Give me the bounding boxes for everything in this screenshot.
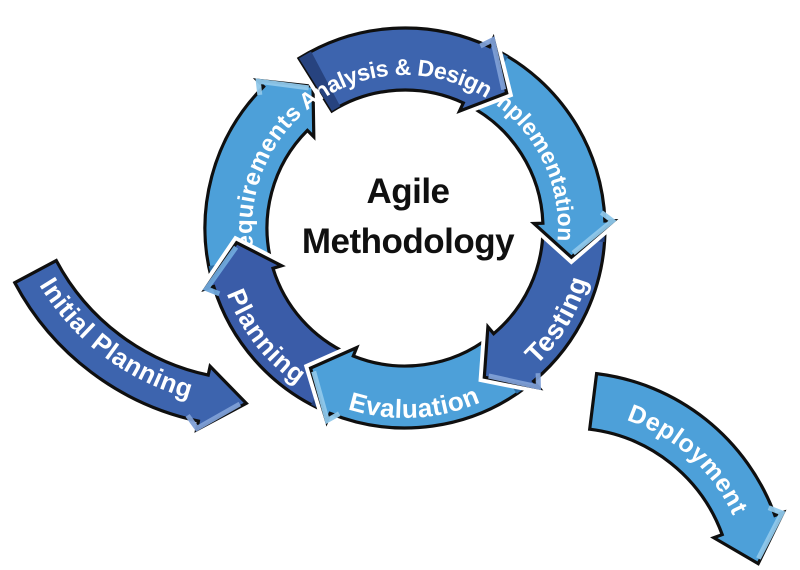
planning-head-bevel <box>202 245 239 297</box>
arrow-deployment: Deployment <box>583 367 795 570</box>
implementation-head-bevel <box>571 210 617 256</box>
diagram-title: Agile Methodology <box>302 172 516 261</box>
analysis-design-head-bevel <box>479 36 507 91</box>
title-line-1: Agile <box>366 172 449 211</box>
requirements-head-bevel <box>255 78 310 96</box>
initial-planning-head-bevel <box>185 401 242 432</box>
analysis-design-tail-shade <box>299 51 341 111</box>
deployment-head-bevel <box>756 505 786 560</box>
evaluation-head-bevel <box>311 370 341 425</box>
segment-evaluation: Evaluation <box>303 328 536 439</box>
title-line-2: Methodology <box>302 222 515 261</box>
testing-head-bevel <box>488 373 541 391</box>
